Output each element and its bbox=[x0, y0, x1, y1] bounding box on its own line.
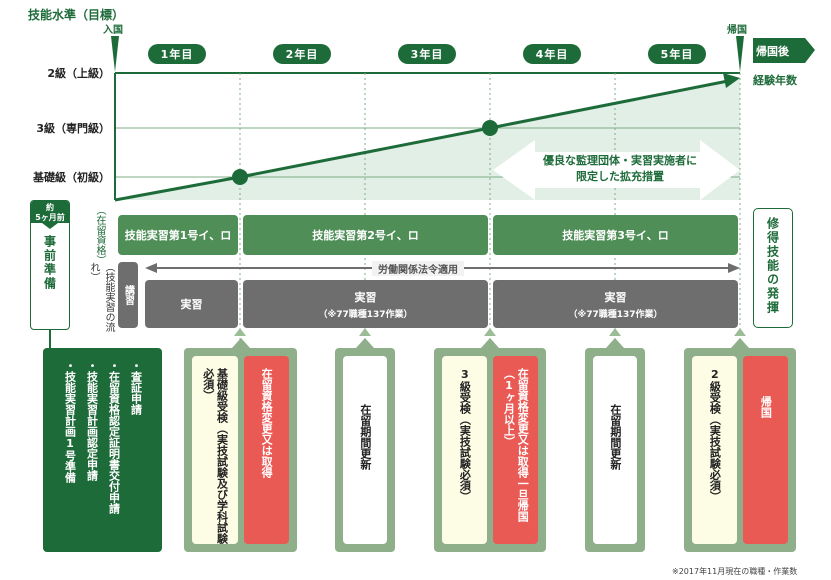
milestone-dot bbox=[482, 120, 498, 136]
status-bar-2: 技能実習第2号イ、ロ bbox=[243, 215, 488, 255]
training-label: 実習 bbox=[180, 298, 203, 311]
training-label: 実習 bbox=[604, 290, 627, 304]
milestone-year5: 2級受検（実技試験必須） 帰国 bbox=[684, 338, 796, 552]
status-change: 在留資格変更又は取得 bbox=[260, 368, 274, 478]
pointer-icon bbox=[734, 328, 746, 336]
skill-level-graph bbox=[111, 36, 815, 340]
milestone-year2: 在留期間更新 bbox=[335, 338, 395, 552]
year-1: 1年目 bbox=[148, 44, 206, 64]
prep-steps-box: ・査証申請 ・在留資格認定証明書交付申請 ・技能実習計画認定申請 ・技能実習計画… bbox=[43, 348, 162, 552]
stay-renewal: 在留期間更新 bbox=[358, 404, 372, 470]
prep-timing-line: 約 bbox=[46, 203, 54, 212]
after-return-label: 帰国後 bbox=[756, 45, 789, 58]
lecture-bar: 講習 bbox=[118, 262, 138, 328]
expansion-note-line: 限定した拡充措置 bbox=[576, 169, 664, 183]
training-bar-3: 実習 （※77職種137作業） bbox=[493, 280, 738, 328]
return-home: 帰国 bbox=[759, 396, 773, 418]
labor-law-label: 労働関係法令適用 bbox=[372, 261, 464, 276]
return-marker-icon bbox=[736, 36, 744, 72]
training-sub: （※77職種137作業） bbox=[318, 309, 413, 320]
status-change-return: 在留資格変更又は取得一旦帰国（1ヶ月以上） bbox=[502, 368, 530, 522]
entry-marker-icon bbox=[111, 36, 119, 72]
pointer-icon bbox=[609, 328, 621, 336]
year-4: 4年目 bbox=[523, 44, 581, 64]
return-label: 帰国 bbox=[727, 25, 747, 36]
status-bar-1: 技能実習第1号イ、ロ bbox=[118, 215, 238, 255]
year-3: 3年目 bbox=[398, 44, 456, 64]
pointer-icon bbox=[359, 328, 371, 336]
stay-renewal: 在留期間更新 bbox=[608, 404, 622, 470]
training-sub: （※77職種137作業） bbox=[568, 309, 663, 320]
prep-label: 事前準備 bbox=[42, 235, 57, 292]
flow-label-wrap: （技能実習の流れ） bbox=[86, 262, 116, 332]
milestone-year1: 基礎級受検（実技試験及び学科試験必須） 在留資格変更又は取得 bbox=[184, 338, 297, 552]
diagram-title: 技能水準（目標） bbox=[28, 8, 125, 22]
footnote: ※2017年11月現在の職種・作業数 bbox=[672, 567, 798, 576]
training-label: 実習 bbox=[354, 290, 377, 304]
status-label: （在留資格） bbox=[94, 205, 105, 265]
experience-years-label: 経験年数 bbox=[753, 74, 797, 87]
level-2: 2級（上級） bbox=[47, 67, 110, 80]
status-bar-3: 技能実習第3号イ、ロ bbox=[493, 215, 738, 255]
milestone-year4: 在留期間更新 bbox=[585, 338, 645, 552]
expansion-note: 優良な監理団体・実習実施者に 限定した拡充措置 bbox=[505, 153, 735, 185]
level-3: 3級（専門級） bbox=[36, 122, 110, 135]
prep-step: ・査証申請 bbox=[129, 360, 143, 415]
prep-box: 約 5ヶ月前 事前準備 bbox=[30, 200, 70, 330]
level-basic: 基礎級（初級） bbox=[33, 171, 110, 184]
training-bar-1: 実習 bbox=[145, 280, 238, 328]
expansion-note-line: 優良な監理団体・実習実施者に bbox=[543, 154, 697, 167]
pointer-icon bbox=[234, 328, 246, 336]
prep-step: ・技能実習計画1号準備 bbox=[63, 360, 77, 483]
exam-level2: 2級受検（実技試験必須） bbox=[708, 368, 722, 502]
exam-level3: 3級受検（実技試験必須） bbox=[458, 368, 472, 502]
skill-use-label: 修得技能の発揮 bbox=[765, 217, 780, 315]
prep-timing: 約 5ヶ月前 bbox=[31, 201, 69, 224]
expansion-double-arrow bbox=[493, 140, 740, 200]
year-2: 2年目 bbox=[273, 44, 331, 64]
prep-timing-line: 5ヶ月前 bbox=[35, 212, 65, 222]
year-5: 5年目 bbox=[648, 44, 706, 64]
training-bar-2: 実習 （※77職種137作業） bbox=[243, 280, 488, 328]
milestone-dot bbox=[232, 169, 248, 185]
flow-label: （技能実習の流れ） bbox=[88, 262, 114, 332]
prep-step: ・在留資格認定証明書交付申請 bbox=[107, 360, 121, 514]
entry-label: 入国 bbox=[103, 25, 123, 36]
prep-step: ・技能実習計画認定申請 bbox=[85, 360, 99, 481]
after-return-arrow bbox=[753, 38, 815, 63]
exam-basic: 基礎級受検（実技試験及び学科試験必須） bbox=[201, 368, 229, 544]
milestone-year3: 3級受検（実技試験必須） 在留資格変更又は取得一旦帰国（1ヶ月以上） bbox=[434, 338, 546, 552]
skill-use-box: 修得技能の発揮 bbox=[753, 208, 793, 328]
pointer-icon bbox=[484, 328, 496, 336]
